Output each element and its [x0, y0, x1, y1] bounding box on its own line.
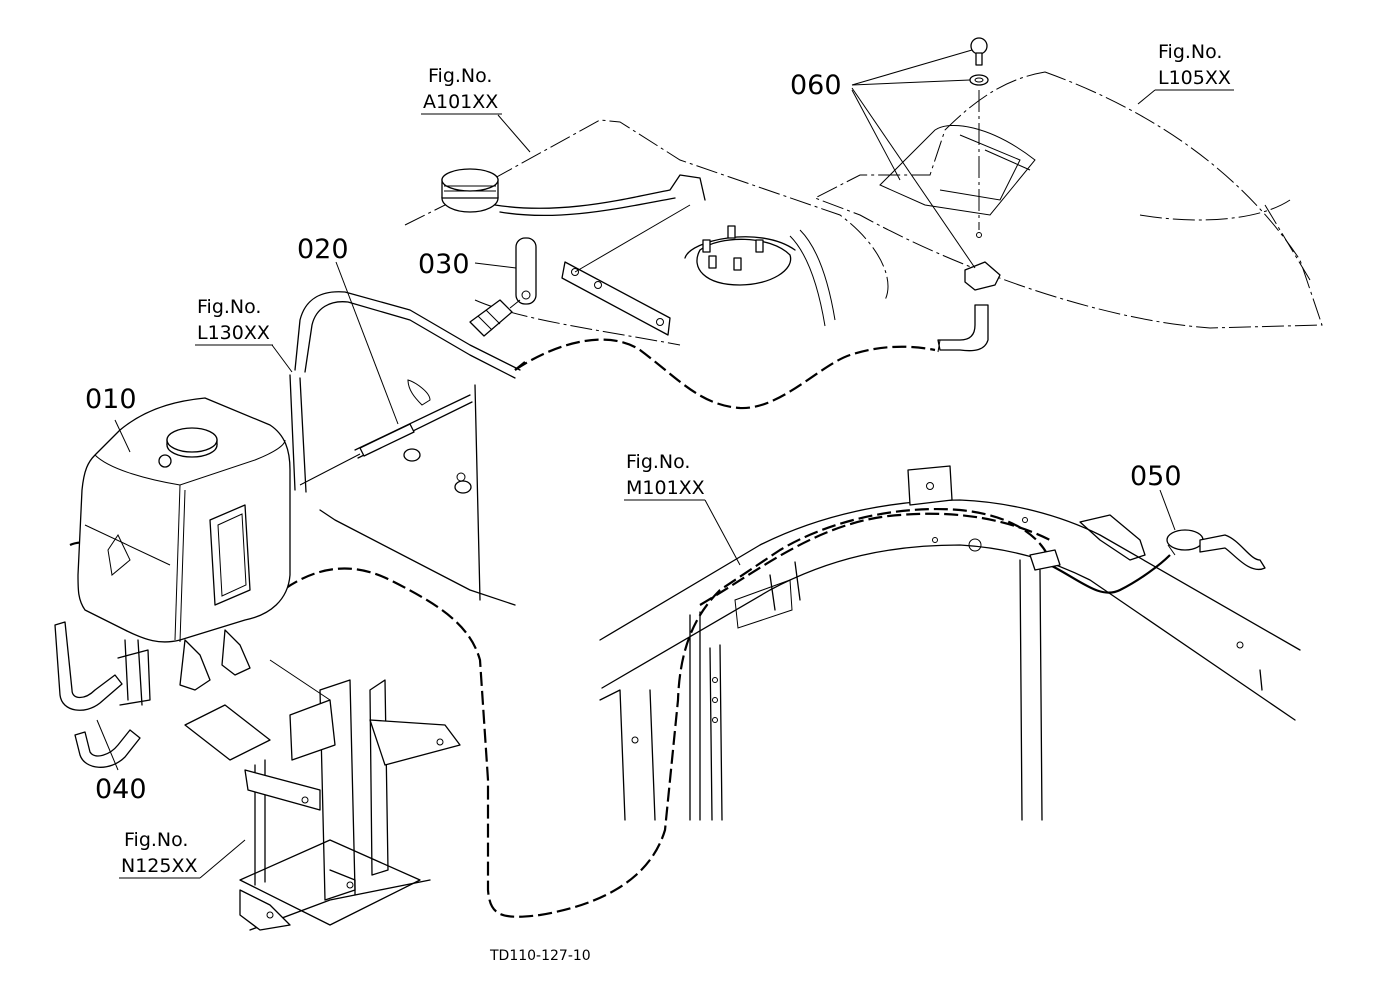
bracket-frame-n125: [184, 659, 461, 931]
figure-ref-l130-title: Fig.No.: [197, 296, 261, 318]
figure-ref-m101-code: M101XX: [626, 477, 705, 499]
figure-ref-n125-code: N125XX: [121, 855, 198, 877]
figure-ref-a101-code: A101XX: [423, 91, 498, 113]
figure-ref-a101: Fig.No. A101XX: [421, 65, 502, 115]
mounting-bracket-plate: [561, 204, 691, 336]
fuel-cap-icon: [441, 168, 499, 213]
leader-lines: [96, 49, 1176, 879]
part-labels: 010 020 030 040 050 060: [85, 70, 1182, 805]
figure-ref-l130: Fig.No. L130XX: [195, 296, 273, 346]
drawing-code: TD110-127-10: [489, 948, 591, 964]
label-010: 010: [85, 384, 137, 415]
figure-references: Fig.No. A101XX Fig.No. L105XX Fig.No. L1…: [119, 41, 1234, 879]
label-020: 020: [297, 234, 349, 265]
label-060: 060: [790, 70, 842, 101]
figure-ref-n125-title: Fig.No.: [124, 829, 188, 851]
connector-part-030: [469, 237, 537, 337]
cab-frame-m101: [599, 465, 1301, 821]
frame-l130: [289, 291, 521, 606]
figure-ref-a101-title: Fig.No.: [428, 65, 492, 87]
stud-bolts: [702, 225, 764, 271]
figure-ref-m101: Fig.No. M101XX: [624, 451, 705, 501]
label-040: 040: [95, 774, 147, 805]
reservoir-tank-part-010: [77, 397, 291, 691]
figure-ref-l105-code: L105XX: [1158, 67, 1231, 89]
console-a101: [404, 119, 889, 346]
fender-cover-l105: [813, 71, 1323, 329]
figure-ref-l105: Fig.No. L105XX: [1155, 41, 1234, 91]
label-050: 050: [1130, 461, 1182, 492]
figure-ref-m101-title: Fig.No.: [626, 451, 690, 473]
clamp-part-050: [1166, 529, 1266, 571]
figure-ref-l130-code: L130XX: [197, 322, 270, 344]
tank-cap-icon: [158, 427, 218, 468]
figure-ref-l105-title: Fig.No.: [1158, 41, 1222, 63]
label-030: 030: [418, 249, 470, 280]
figure-ref-n125: Fig.No. N125XX: [119, 829, 200, 879]
rod-part-020: [299, 394, 473, 486]
hose-part-040: [54, 621, 151, 768]
